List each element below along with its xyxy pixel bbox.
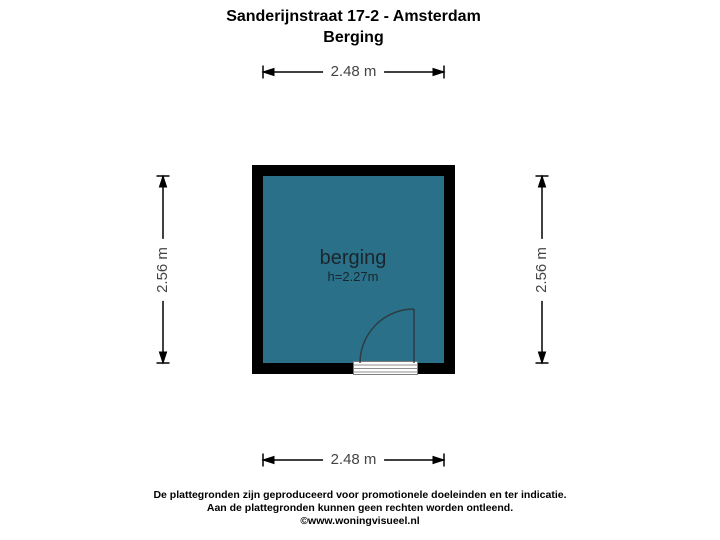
footer-disclaimer: De plattegronden zijn geproduceerd voor …: [0, 489, 720, 528]
dimension-label-left: 2.56 m: [153, 238, 173, 301]
door: [359, 308, 415, 364]
door-threshold: [353, 361, 418, 375]
dimension-label-top: 2.48 m: [322, 62, 385, 82]
footer-copyright: ©www.woningvisueel.nl: [300, 515, 420, 527]
dimension-label-right: 2.56 m: [532, 238, 552, 301]
page-subtitle: Berging: [323, 29, 384, 46]
footer-disclaimer-line-2: Aan de plattegronden kunnen geen rechten…: [206, 502, 514, 514]
page-title-block: Sanderijnstraat 17-2 - Amsterdam Berging: [0, 6, 707, 48]
dimension-label-bottom: 2.48 m: [322, 450, 385, 470]
page-title: Sanderijnstraat 17-2 - Amsterdam: [226, 8, 481, 25]
footer-disclaimer-line-1: De plattegronden zijn geproduceerd voor …: [153, 489, 567, 501]
door-swing-arc: [359, 308, 415, 364]
